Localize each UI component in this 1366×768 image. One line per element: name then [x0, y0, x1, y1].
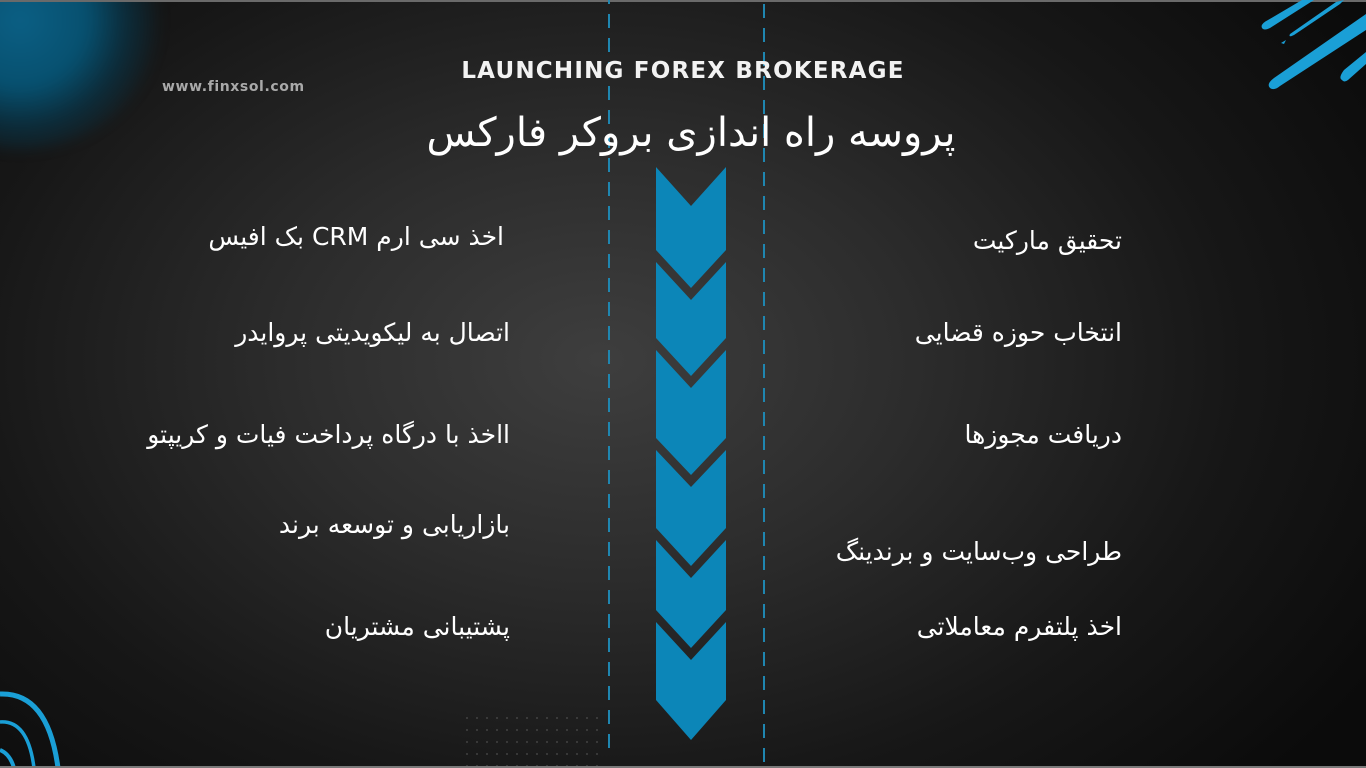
chevron-segment — [656, 622, 726, 740]
step-trading-platform: اخذ پلتفرم معاملاتی — [916, 612, 1122, 641]
title-persian: پروسه راه اندازی بروکر فارکس — [426, 110, 956, 156]
step-licenses: دریافت مجوزها — [964, 420, 1122, 449]
step-jurisdiction: انتخاب حوزه قضایی — [914, 318, 1122, 347]
bottom-border — [0, 766, 1366, 768]
concentric-arcs-icon — [0, 691, 61, 768]
chevron-segment — [656, 350, 726, 475]
step-crm-backoffice: اخذ سی ارم CRM بک افیس — [208, 222, 504, 251]
dashed-divider-left — [608, 0, 610, 758]
dashed-divider-right — [763, 4, 765, 768]
chevron-segment — [656, 262, 726, 376]
dot-grid-decoration — [462, 712, 606, 768]
step-marketing: بازاریابی و توسعه برند — [278, 510, 510, 539]
step-market-research: تحقیق مارکیت — [972, 226, 1122, 255]
step-website-branding: طراحی وب‌سایت و برندینگ — [835, 537, 1122, 566]
step-payment-gateway: ااخذ با درگاه پرداخت فیات و کریپتو — [147, 420, 510, 449]
chevron-segment — [656, 167, 726, 288]
brush-strokes-icon — [1261, 0, 1366, 90]
website-url: www.finxsol.com — [162, 79, 305, 95]
step-liquidity-provider: اتصال به لیکویدیتی پروایدر — [235, 318, 510, 347]
title-english: LAUNCHING FOREX BROKERAGE — [461, 58, 905, 84]
step-customer-support: پشتیبانی مشتریان — [324, 612, 510, 641]
chevron-segment — [656, 450, 726, 566]
chevron-segment — [656, 540, 726, 648]
top-border — [0, 0, 1366, 2]
